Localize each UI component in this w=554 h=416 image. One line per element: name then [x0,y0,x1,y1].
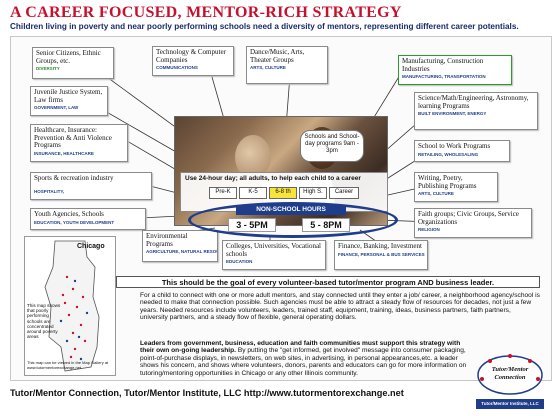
page-title: A CAREER FOCUSED, MENTOR-RICH STRATEGY [10,4,402,21]
box-faith-groups: Faith groups; Civic Groups, Service Orga… [414,208,532,238]
box-category: EDUCATION, YOUTH DEVELOPMENT [34,219,115,225]
box-label: Juvenile Justice System, Law firms [34,88,103,104]
box-technology: Technology & Computer Companies COMMUNIC… [152,46,234,76]
box-label: Dance/Music, Arts, Theater Groups [250,48,305,64]
box-manufacturing: Manufacturing, Construction Industries M… [398,55,512,85]
logo-graphic [476,354,544,409]
paragraph-leaders-rest: By putting the "get informed, get involv… [140,347,467,377]
use-24-hour-label: Use 24-hour day; all adults, to help eac… [185,175,361,182]
box-category: ARTS, CULTURE [418,191,454,197]
box-category: RELIGION [418,227,440,233]
box-label: Senior Citizens, Ethnic Groups, etc. [36,49,101,65]
non-school-hours-label: NON-SCHOOL HOURS [236,205,346,215]
tutor-mentor-logo: Tutor/Mentor Connection Tutor/Mentor Ins… [474,353,546,411]
hours-5-8pm: 5 - 8PM [302,218,350,232]
logo-line2: Connection [494,374,526,381]
box-label: Science/Math/Engineering, Astronomy, lea… [418,94,529,110]
box-writing-poetry: Writing, Poetry, Publishing Programs ART… [414,172,498,202]
box-label: Youth Agencies, Schools [34,210,104,218]
box-healthcare: Healthcare, Insurance: Prevention & Anti… [30,124,128,162]
box-category: HOSPITALITY, [34,188,65,194]
box-category: COMMUNICATIONS [156,65,198,71]
map-label-chicago: Chicago [77,243,105,250]
box-category: FINANCE, PERSONAL & BUS SERVICES [338,251,425,257]
box-youth-agencies: Youth Agencies, Schools EDUCATION, YOUTH… [30,208,146,230]
box-juvenile-justice: Juvenile Justice System, Law firms GOVER… [30,86,108,116]
hours-3-5pm: 3 - 5PM [228,218,276,232]
grade-6-8: 6-8 th [269,187,297,199]
grade-career: Career [329,187,359,199]
map-note: This map shows that poorly performing sc… [27,303,61,340]
page-subtitle: Children living in poverty and near poor… [10,22,519,31]
paragraph-resources: For a child to connect with one or more … [140,292,540,322]
box-category: ARTS, CULTURE [250,65,286,71]
box-category: EDUCATION [226,259,253,265]
box-category: INSURANCE, HEALTHCARE [34,150,94,156]
paragraph-leaders: Leaders from government, business, educa… [140,340,470,386]
box-science-math: Science/Math/Engineering, Astronomy, lea… [414,92,538,130]
box-label: Colleges, Universities, Vocational schoo… [226,242,322,258]
box-label: Manufacturing, Construction Industries [402,57,484,73]
grade-high-school: High S. [299,187,327,199]
box-dance-music: Dance/Music, Arts, Theater Groups ARTS, … [246,46,328,84]
box-label: Sports & recreation industry [34,174,114,182]
grade-pre-k: Pre-K [209,187,237,199]
box-category: MANUFACTURING, TRANSPORTATION [402,74,486,80]
box-category: RETAILING, WHOLESALING [418,151,479,157]
box-category: GOVERNMENT, LAW [34,105,79,111]
map-caption: This map can be viewed in the Map Galler… [27,360,109,370]
box-label: Finance, Banking, Investment [338,242,422,250]
box-label: Healthcare, Insurance: Prevention & Anti… [34,126,112,150]
box-label: School to Work Programs [418,142,491,150]
box-label: Writing, Poetry, Publishing Programs [418,174,477,190]
footer-credit: Tutor/Mentor Connection, Tutor/Mentor In… [10,388,404,398]
goal-statement: This should be the goal of every volunte… [116,276,540,288]
paragraph-leaders-bold: Leaders from government, business, educa… [140,340,461,355]
box-category: BUILT ENVIRONMENT, ENERGY [418,111,487,117]
grade-k-5: K-5 [239,187,267,199]
box-finance: Finance, Banking, Investment FINANCE, PE… [334,240,428,270]
box-colleges: Colleges, Universities, Vocational schoo… [222,240,326,270]
box-category: AGRICULTURE, NATURAL RESOURCES [146,249,217,255]
photo-figure [235,135,271,179]
box-label: Faith groups; Civic Groups, Service Orga… [418,210,519,226]
non-school-hours-ellipse [188,202,398,238]
box-label: Technology & Computer Companies [156,48,226,64]
box-environmental: Environmental Programs AGRICULTURE, NATU… [142,230,218,262]
logo-line1: Tutor/Mentor [491,366,529,373]
logo-line3: Tutor/Mentor Institute, LLC [481,401,539,406]
box-school-to-work: School to Work Programs RETAILING, WHOLE… [414,140,510,162]
box-label: Environmental Programs [146,232,188,248]
chicago-map-graphic [44,240,100,372]
box-sports: Sports & recreation industry HOSPITALITY… [30,172,152,200]
school-day-label: Schools and School-day programs 9am - 3p… [300,130,364,162]
box-category: DIVERSITY [36,66,60,72]
box-senior-citizens: Senior Citizens, Ethnic Groups, etc. DIV… [32,47,114,79]
chicago-map: Chicago This map shows that poorly perfo… [24,236,116,376]
